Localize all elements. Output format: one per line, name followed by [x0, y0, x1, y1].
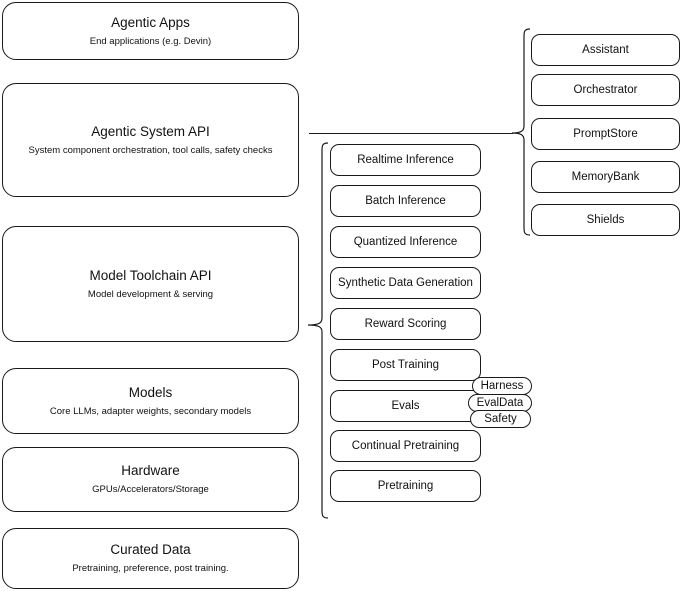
connector-system-api-to-components — [309, 133, 513, 135]
layer-subtitle: Pretraining, preference, post training. — [72, 563, 229, 575]
layer-box-hardware[interactable]: Hardware GPUs/Accelerators/Storage — [2, 447, 299, 512]
layer-box-curated-data[interactable]: Curated Data Pretraining, preference, po… — [2, 528, 299, 589]
layer-subtitle: End applications (e.g. Devin) — [89, 35, 212, 47]
layer-subtitle: Model development & serving — [87, 288, 214, 300]
chip-safety[interactable]: Safety — [470, 410, 531, 428]
pill-realtime-inference[interactable]: Realtime Inference — [330, 144, 481, 176]
layer-title: Model Toolchain API — [89, 267, 212, 283]
layer-box-agentic-system-api[interactable]: Agentic System API System component orch… — [2, 83, 299, 197]
pill-continual-pretraining[interactable]: Continual Pretraining — [330, 430, 481, 462]
pill-orchestrator[interactable]: Orchestrator — [531, 74, 680, 106]
layer-subtitle: GPUs/Accelerators/Storage — [92, 484, 209, 496]
layer-title: Agentic System API — [91, 123, 210, 139]
brace-toolchain-capabilities — [307, 142, 329, 519]
chip-harness[interactable]: Harness — [472, 377, 532, 395]
pill-memorybank[interactable]: MemoryBank — [531, 161, 680, 193]
pill-synthetic-data-generation[interactable]: Synthetic Data Generation — [330, 267, 481, 299]
pill-quantized-inference[interactable]: Quantized Inference — [330, 226, 481, 258]
layer-title: Curated Data — [110, 542, 191, 558]
layer-title: Agentic Apps — [111, 14, 190, 30]
pill-reward-scoring[interactable]: Reward Scoring — [330, 308, 481, 340]
layer-box-model-toolchain-api[interactable]: Model Toolchain API Model development & … — [2, 226, 299, 342]
layer-title: Hardware — [121, 463, 180, 479]
pill-post-training[interactable]: Post Training — [330, 349, 481, 381]
pill-evals[interactable]: Evals — [330, 390, 481, 422]
pill-shields[interactable]: Shields — [531, 204, 680, 236]
layer-box-models[interactable]: Models Core LLMs, adapter weights, secon… — [2, 368, 299, 434]
layer-subtitle: Core LLMs, adapter weights, secondary mo… — [49, 405, 252, 417]
pill-pretraining[interactable]: Pretraining — [330, 470, 481, 502]
pill-batch-inference[interactable]: Batch Inference — [330, 185, 481, 217]
layer-box-agentic-apps[interactable]: Agentic Apps End applications (e.g. Devi… — [2, 2, 299, 60]
pill-promptstore[interactable]: PromptStore — [531, 118, 680, 150]
layer-subtitle: System component orchestration, tool cal… — [28, 144, 273, 156]
brace-system-components — [511, 28, 531, 236]
pill-assistant[interactable]: Assistant — [531, 34, 680, 66]
layer-title: Models — [128, 384, 173, 400]
